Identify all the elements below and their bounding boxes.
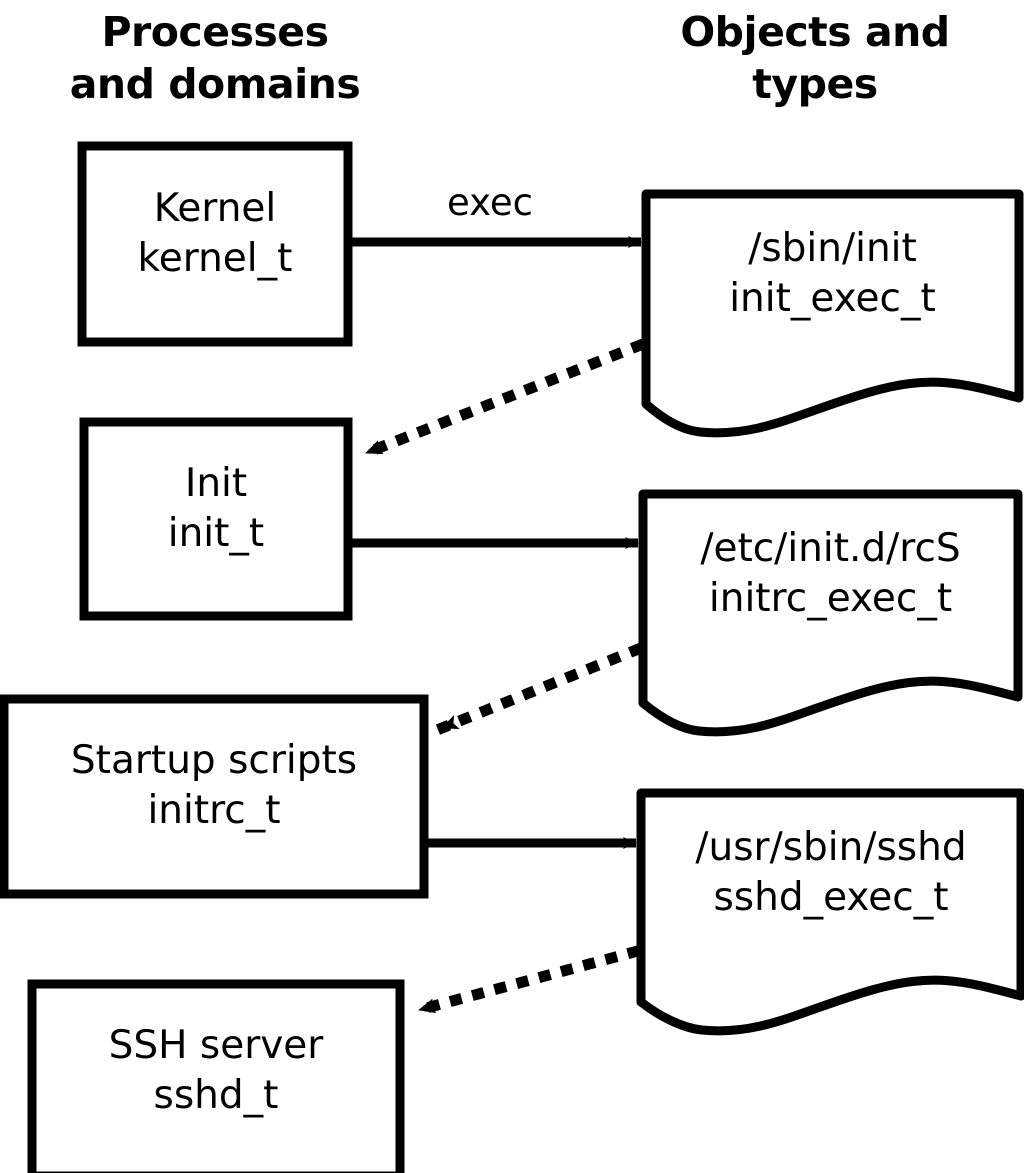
edge-initrc-exec-transition-startup-scripts[interactable]: [434, 642, 644, 736]
object-doc-init-exec[interactable]: [641, 189, 1024, 438]
process-box-init[interactable]: [79, 417, 353, 621]
process-box-kernel[interactable]: [77, 141, 353, 347]
process-box-startup-scripts[interactable]: [0, 694, 429, 899]
column-header-objects-and-types: Objects and types: [680, 8, 950, 108]
object-doc-initrc-exec[interactable]: [638, 489, 1023, 737]
edge-label-exec: exec: [447, 181, 533, 224]
process-box-ssh-server[interactable]: [27, 979, 405, 1173]
object-doc-sshd-exec[interactable]: [636, 788, 1024, 1036]
edge-sshd-exec-transition-ssh-server[interactable]: [412, 945, 641, 1017]
column-header-processes-and-domains: Processes and domains: [69, 8, 361, 108]
edge-init-exec-transition-init[interactable]: [358, 338, 646, 461]
